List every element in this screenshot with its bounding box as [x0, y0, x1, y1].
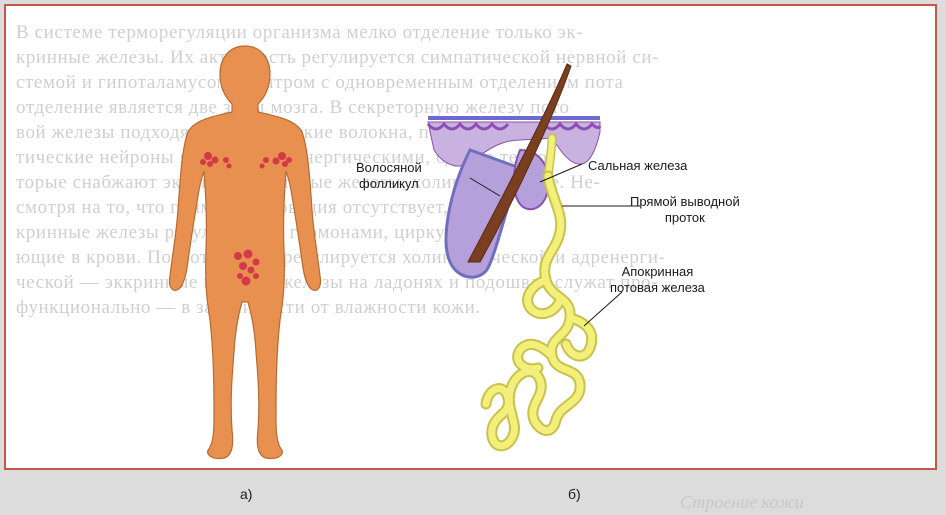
- label-apocrine-line2: потовая железа: [610, 280, 705, 296]
- label-hair-follicle-line2: фолликул: [356, 176, 422, 192]
- label-duct-line2: проток: [630, 210, 740, 226]
- label-duct-line1: Прямой выводной: [630, 194, 740, 210]
- label-duct: Прямой выводной проток: [630, 194, 740, 226]
- label-sebaceous-gland: Сальная железа: [588, 158, 687, 174]
- caption-a: а): [240, 486, 252, 502]
- hair-follicle: [446, 150, 520, 277]
- label-apocrine-line1: Апокринная: [610, 264, 705, 280]
- skin-layer: [428, 118, 600, 166]
- label-apocrine-gland: Апокринная потовая железа: [610, 264, 705, 296]
- label-hair-follicle-line1: Волосяной: [356, 160, 422, 176]
- label-hair-follicle: Волосяной фолликул: [356, 160, 422, 192]
- caption-b: б): [568, 486, 581, 502]
- human-body-figure: [169, 46, 320, 459]
- apocrine-gland-figure: [428, 64, 640, 446]
